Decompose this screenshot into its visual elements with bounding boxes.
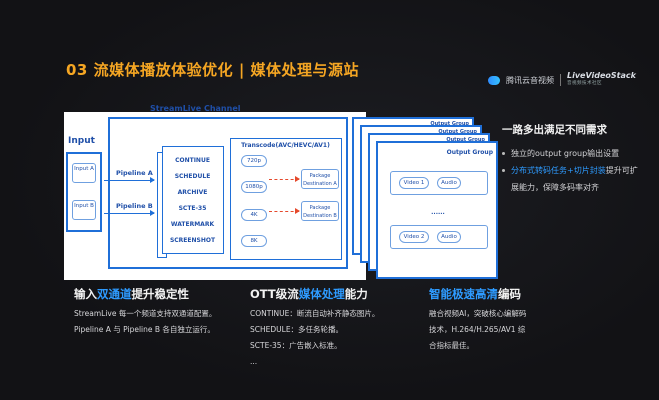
section-2-heading-pre: OTT级流	[250, 287, 299, 301]
pipeline-b-label: Pipeline B	[116, 202, 153, 210]
section-1-heading-highlight: 双通道	[97, 287, 132, 301]
page-title: 03 流媒体播放体验优化 | 媒体处理与源站	[66, 61, 360, 79]
right-bullet-2-highlight: 分布式转码任务+切片封装	[511, 166, 606, 175]
tencent-cloud-logo-icon	[488, 75, 500, 85]
package-destination-b: Package Destination B	[301, 201, 339, 221]
output-group-label-2: Output Group	[438, 129, 477, 135]
section-2-line-2: SCHEDULE：多任务轮播。	[250, 325, 344, 334]
output-group-front: Output Group Video 1 Audio ...... Video …	[376, 141, 498, 279]
pipeline-a-label: Pipeline A	[116, 169, 153, 177]
section-2-heading-highlight: 媒体处理	[298, 287, 345, 301]
section-2-body: CONTINUE：断流自动补齐静态图片。 SCHEDULE：多任务轮播。 SCT…	[250, 306, 420, 370]
output-group-label-3: Output Group	[430, 121, 469, 127]
section-1-line-1: StreamLive 每一个频道支持双通道配置。	[74, 309, 217, 318]
section-3-body: 融合视频AI，突破核心编解码 技术，H.264/H.265/AV1 综 合指标最…	[429, 306, 569, 354]
input-b-label: Input B	[74, 203, 94, 209]
output-group-label-1: Output Group	[446, 137, 485, 143]
package-a-arrow	[269, 176, 300, 182]
section-2-line-3: SCTE-35：广告嵌入标准。	[250, 341, 342, 350]
right-bullet-1-text: 独立的output group输出设置	[511, 149, 620, 158]
feature-stack: CONTINUE SCHEDULE ARCHIVE SCTE-35 WATERM…	[162, 146, 224, 254]
section-2-line-4: ...	[250, 357, 258, 366]
lvs-logo-text: LiveVideoStack	[567, 71, 636, 80]
right-description: 一路多出满足不同需求 独立的output group输出设置 分布式转码任务+切…	[502, 122, 642, 196]
logo-divider	[560, 74, 561, 86]
section-1-heading-pre: 输入	[74, 287, 97, 301]
input-a-box: Input A	[72, 163, 96, 183]
transcode-box: Transcode(AVC/HEVC/AV1) 720p 1080p 4K 8K…	[230, 138, 342, 260]
audio-pill-1: Audio	[437, 177, 461, 189]
feature-scte35: SCTE-35	[178, 205, 207, 212]
section-1-heading: 输入双通道提升稳定性	[74, 286, 189, 302]
feature-schedule: SCHEDULE	[174, 173, 211, 180]
transcode-title: Transcode(AVC/HEVC/AV1)	[241, 142, 330, 149]
right-bullet-1: 独立的output group输出设置	[502, 145, 642, 162]
feature-archive: ARCHIVE	[177, 189, 208, 196]
feature-watermark: WATERMARK	[170, 221, 215, 228]
channel-title: StreamLive Channel	[150, 104, 241, 113]
audio-pill-2: Audio	[437, 231, 461, 243]
right-title: 一路多出满足不同需求	[502, 124, 607, 136]
input-box: Input A Input B	[66, 152, 102, 232]
video1-pill: Video 1	[399, 177, 429, 189]
livevideostack-logo: LiveVideoStack 音视频技术社区	[567, 72, 636, 88]
right-bullet-2-text: 提升可扩展能力，保障多码率对齐	[511, 166, 638, 192]
right-bullet-2: 分布式转码任务+切片封装提升可扩展能力，保障多码率对齐	[502, 162, 642, 196]
package-b-arrow	[269, 208, 300, 214]
video2-pill: Video 2	[399, 231, 429, 243]
section-2-heading-post: 能力	[344, 287, 368, 301]
tencent-logo-text: 腾讯云音视频	[506, 75, 554, 85]
res-4k: 4K	[241, 209, 267, 221]
section-2-line-1: CONTINUE：断流自动补齐静态图片。	[250, 309, 380, 318]
output-ellipsis: ......	[431, 209, 445, 216]
section-3-heading-post: 编码	[498, 287, 521, 301]
pipeline-a-arrow	[104, 177, 155, 183]
section-3-heading: 智能极速高清编码	[429, 286, 521, 302]
pipeline-b-arrow	[104, 210, 155, 216]
input-label: Input	[68, 136, 95, 146]
section-3-line-1: 融合视频AI，突破核心编解码	[429, 309, 527, 318]
res-8k: 8K	[241, 235, 267, 247]
lvs-logo-subtext: 音视频技术社区	[567, 81, 602, 86]
feature-screenshot: SCREENSHOT	[169, 237, 216, 244]
section-1-line-2: Pipeline A 与 Pipeline B 各自独立运行。	[74, 325, 215, 334]
res-720p: 720p	[241, 155, 267, 167]
res-1080p: 1080p	[241, 181, 267, 193]
input-b-box: Input B	[72, 200, 96, 220]
output-row-2: Video 2 Audio	[390, 225, 488, 249]
feature-continue: CONTINUE	[175, 157, 210, 164]
section-3-heading-highlight: 智能极速高清	[429, 287, 498, 301]
section-3-line-3: 合指标最佳。	[429, 341, 474, 350]
section-1-body: StreamLive 每一个频道支持双通道配置。 Pipeline A 与 Pi…	[74, 306, 244, 338]
section-2-heading: OTT级流媒体处理能力	[250, 286, 368, 302]
output-row-1: Video 1 Audio	[390, 171, 488, 195]
logo-bar: 腾讯云音视频 LiveVideoStack 音视频技术社区	[488, 72, 636, 88]
section-3-line-2: 技术，H.264/H.265/AV1 综	[429, 325, 526, 334]
package-destination-a: Package Destination A	[301, 169, 339, 189]
section-1-heading-post: 提升稳定性	[131, 287, 190, 301]
output-group-label-front: Output Group	[446, 149, 493, 156]
input-a-label: Input A	[74, 166, 94, 172]
